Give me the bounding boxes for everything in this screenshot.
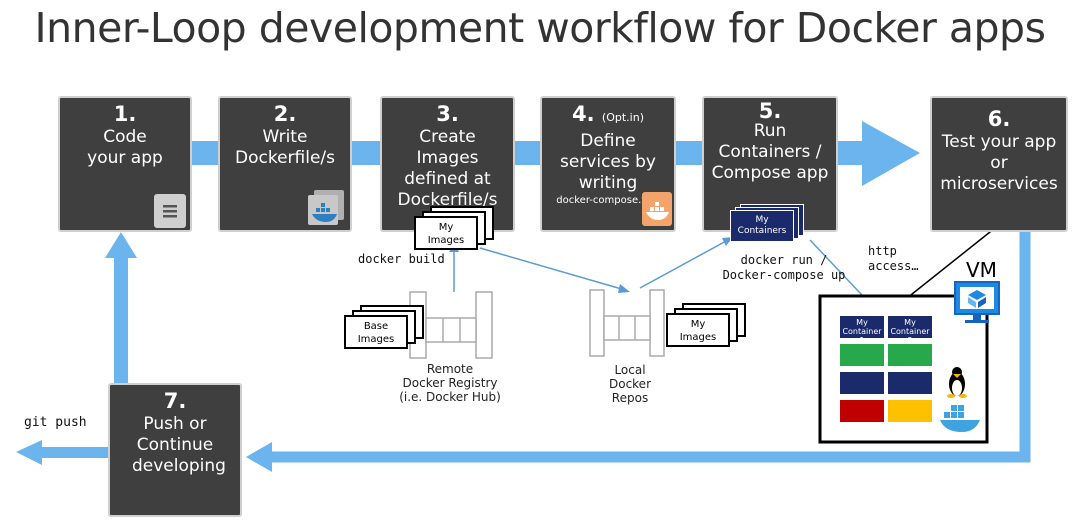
images-to-local-line <box>479 247 626 291</box>
my-images-local-label: My Images <box>666 313 730 347</box>
step-6-number: 6. <box>987 107 1011 131</box>
container-green-2 <box>888 344 932 366</box>
remote-registry-label: Remote Docker Registry (i.e. Docker Hub) <box>399 362 501 404</box>
step-7-text: Push or Continue developing <box>132 414 226 476</box>
step-4-box: 4. (Opt.in) Define services by writing d… <box>540 96 676 232</box>
step-2-number: 2. <box>273 102 297 126</box>
monitor-icon <box>954 281 1000 323</box>
container-2 <box>888 316 932 338</box>
step-6-text: Test your app or microservices <box>940 132 1058 194</box>
container-2-label: My Container 2 <box>890 318 930 345</box>
diagram-title: Inner-Loop development workflow for Dock… <box>34 4 1046 52</box>
my-containers-label: My Containers <box>730 210 794 242</box>
base-images-label: Base Images <box>344 315 408 349</box>
docker-whale-icon <box>940 405 980 432</box>
step-3-number: 3. <box>436 102 459 126</box>
http-access-label: http access… <box>868 244 919 273</box>
git-push-line <box>40 447 112 458</box>
linux-icon <box>947 367 967 398</box>
dockerfile-icon <box>304 190 348 228</box>
step-4-number: 4. (Opt.in) <box>542 101 674 131</box>
step-4-subtext: docker-compose.yml <box>556 195 660 206</box>
compose-icon <box>642 192 672 226</box>
step-5-text: Run Containers / Compose app <box>711 121 829 183</box>
container-1-label: My Container 1 <box>842 318 882 345</box>
container-navy-1 <box>840 372 884 394</box>
step-2-box: 2. Write Dockerfile/s <box>218 96 352 232</box>
step-2-text: Write Dockerfile/s <box>235 127 335 168</box>
step-1-text: Code your app <box>87 127 163 168</box>
container-red <box>840 400 884 422</box>
my-images-stack-build: My Images <box>414 206 498 254</box>
container-navy-2 <box>888 372 932 394</box>
my-images-stack-local: My Images <box>666 303 750 351</box>
vm-label: VM <box>966 258 997 282</box>
step-3-text: Create Images defined at Dockerfile/s <box>397 127 498 210</box>
container-1 <box>840 316 884 338</box>
main-flow-arrowhead <box>862 121 920 186</box>
step-4-text: Define services by writing <box>559 131 656 193</box>
up-flow-arrowhead <box>105 232 137 258</box>
git-push-arrowhead <box>16 440 42 465</box>
step-4-num: 4. <box>572 102 595 126</box>
container-green-1 <box>840 344 884 366</box>
step-1-number: 1. <box>113 102 137 126</box>
docker-build-label: docker build <box>358 252 445 266</box>
return-flow-arrowhead <box>246 442 272 472</box>
step-7-number: 7. <box>163 389 187 413</box>
git-push-label: git push <box>24 415 87 430</box>
up-flow-line <box>114 255 128 385</box>
step-7-box: 7. Push or Continue developing <box>108 383 242 517</box>
local-to-containers-line <box>639 239 729 289</box>
my-images-label: My Images <box>414 216 478 250</box>
local-repos-label: Local Docker Repos <box>608 363 652 405</box>
step-5-number: 5. <box>758 99 782 123</box>
return-flow-line <box>270 232 1031 463</box>
images-to-local-arrowhead <box>618 284 630 293</box>
my-containers-stack: My Containers <box>730 204 810 244</box>
docker-run-label: docker run / Docker-compose up <box>722 253 846 282</box>
step-4-opt: (Opt.in) <box>601 111 644 124</box>
step-6-box: 6. Test your app or microservices <box>930 96 1068 232</box>
local-repos-icon <box>589 289 665 357</box>
document-icon <box>154 194 186 228</box>
container-yellow <box>888 400 932 422</box>
step-1-box: 1. Code your app <box>58 96 192 232</box>
base-images-stack: Base Images <box>344 305 428 353</box>
